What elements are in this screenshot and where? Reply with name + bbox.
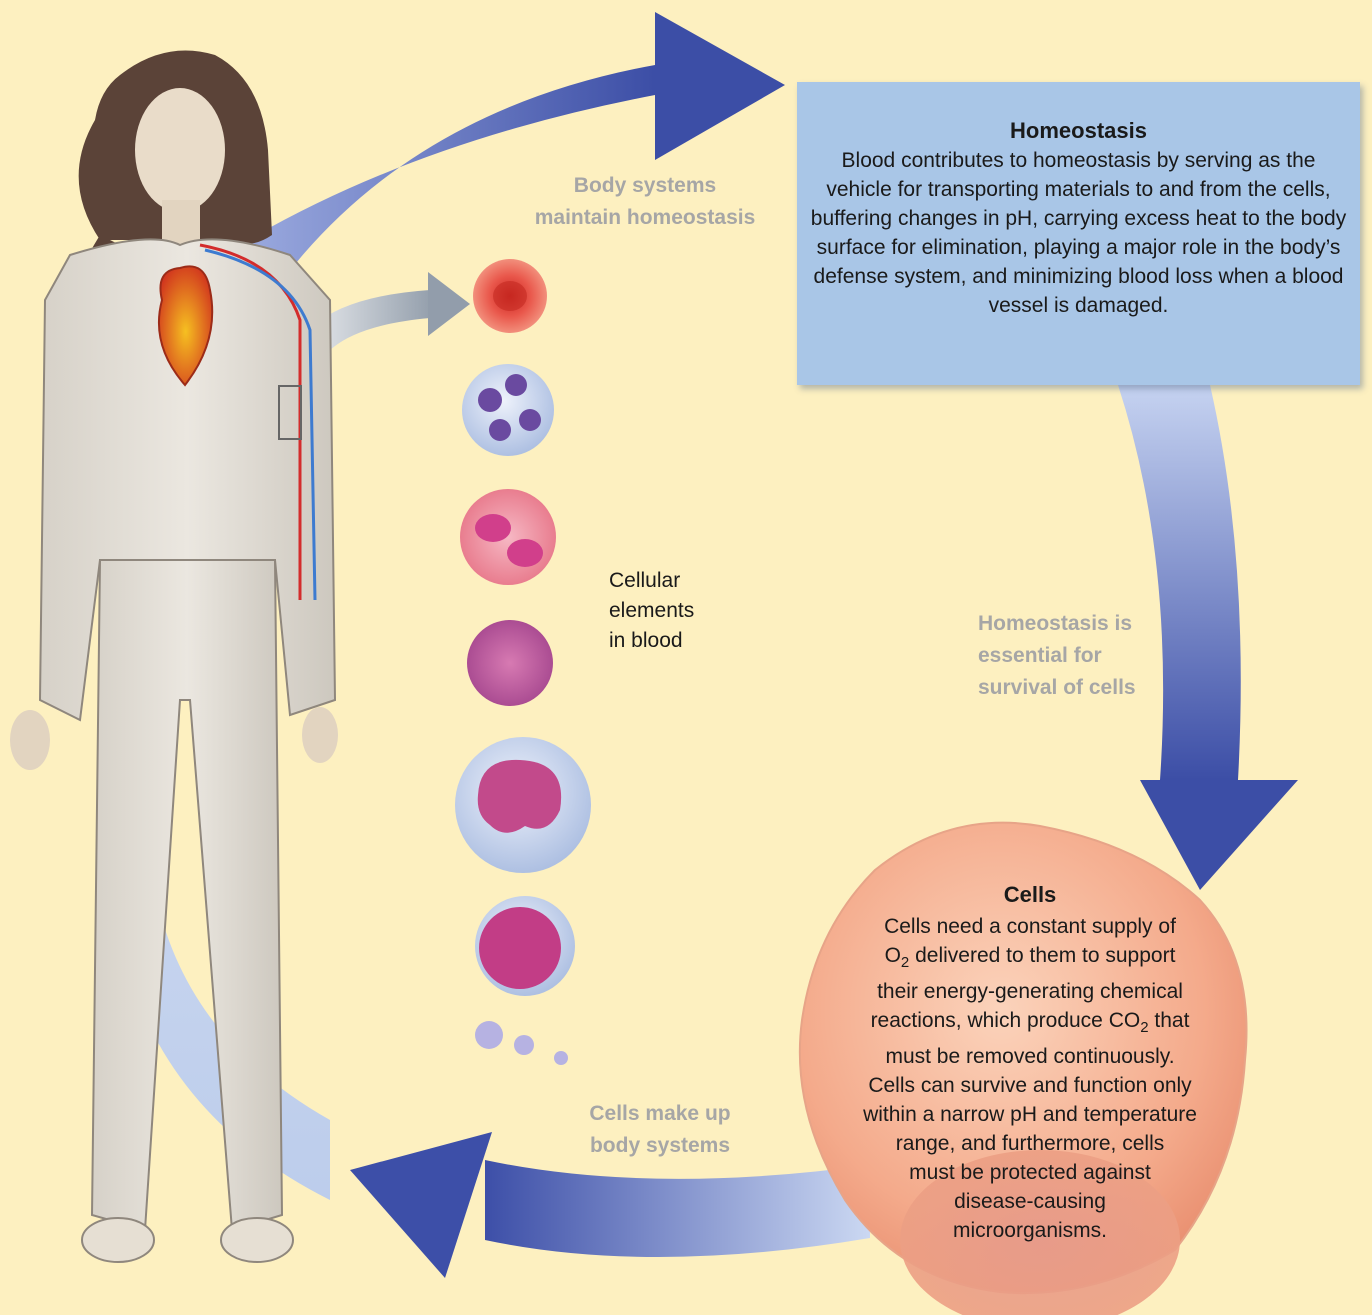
cells-body-text: reactions, which produce CO <box>871 1009 1141 1032</box>
cells-title: Cells <box>830 878 1230 912</box>
cells-body-subscript: 2 <box>901 954 909 971</box>
red-blood-cell <box>473 259 547 333</box>
label-homeostasis-essential-line2: essential for <box>978 640 1178 672</box>
cells-body-line: Cells need a constant supply of <box>830 912 1230 941</box>
cells-body-text: must be removed continuously. <box>885 1045 1174 1068</box>
homeostasis-body: Blood contributes to homeostasis by serv… <box>807 146 1350 320</box>
label-cellular-elements: Cellular elements in blood <box>609 566 694 656</box>
cells-body-text: microorganisms. <box>953 1219 1107 1242</box>
eosinophil <box>460 489 556 585</box>
label-cells-make-up: Cells make up body systems <box>560 1098 760 1162</box>
cells-body-line: reactions, which produce CO2 that <box>830 1006 1230 1042</box>
cells-body-text: Cells can survive and function only <box>868 1074 1191 1097</box>
neutrophil <box>462 364 554 456</box>
cells-body-line: microorganisms. <box>830 1216 1230 1245</box>
cells-body-line: O2 delivered to them to support <box>830 941 1230 977</box>
label-cellular-line3: in blood <box>609 626 694 656</box>
cells-body-line: must be removed continuously. <box>830 1042 1230 1071</box>
label-body-systems-line2: maintain homeostasis <box>520 202 770 234</box>
basophil <box>467 620 553 706</box>
cells-body-line: Cells can survive and function only <box>830 1071 1230 1100</box>
cells-body-text: that <box>1149 1009 1190 1032</box>
homeostasis-title: Homeostasis <box>797 118 1360 144</box>
label-homeostasis-essential: Homeostasis is essential for survival of… <box>978 608 1178 704</box>
monocyte <box>455 737 591 873</box>
cells-body-text: must be protected against <box>909 1161 1151 1184</box>
label-cellular-line1: Cellular <box>609 566 694 596</box>
platelets <box>475 1021 568 1065</box>
cells-body-line: range, and furthermore, cells <box>830 1129 1230 1158</box>
cells-body-text: range, and furthermore, cells <box>896 1132 1164 1155</box>
cells-body-line: within a narrow pH and temperature <box>830 1100 1230 1129</box>
label-body-systems: Body systems maintain homeostasis <box>520 170 770 234</box>
cells-text-block: Cells Cells need a constant supply of O2 … <box>830 878 1230 1245</box>
cells-body-text: their energy-generating chemical <box>877 980 1183 1003</box>
cells-body-text: within a narrow pH and temperature <box>863 1103 1197 1126</box>
cells-body-text: disease-causing <box>954 1190 1106 1213</box>
cells-body-line: disease-causing <box>830 1187 1230 1216</box>
cells-body-text: Cells need a constant supply of <box>884 915 1176 938</box>
cells-body-text: delivered to them to support <box>909 944 1175 967</box>
label-homeostasis-essential-line1: Homeostasis is <box>978 608 1178 640</box>
cells-body-subscript: 2 <box>1140 1019 1148 1036</box>
cells-body-line: must be protected against <box>830 1158 1230 1187</box>
cells-body-text: O <box>885 944 901 967</box>
cells-body-line: their energy-generating chemical <box>830 977 1230 1006</box>
lymphocyte <box>475 896 575 996</box>
homeostasis-box: Homeostasis Blood contributes to homeost… <box>797 82 1360 385</box>
label-cells-make-up-line2: body systems <box>560 1130 760 1162</box>
label-homeostasis-essential-line3: survival of cells <box>978 672 1178 704</box>
label-body-systems-line1: Body systems <box>520 170 770 202</box>
label-cells-make-up-line1: Cells make up <box>560 1098 760 1130</box>
label-cellular-line2: elements <box>609 596 694 626</box>
